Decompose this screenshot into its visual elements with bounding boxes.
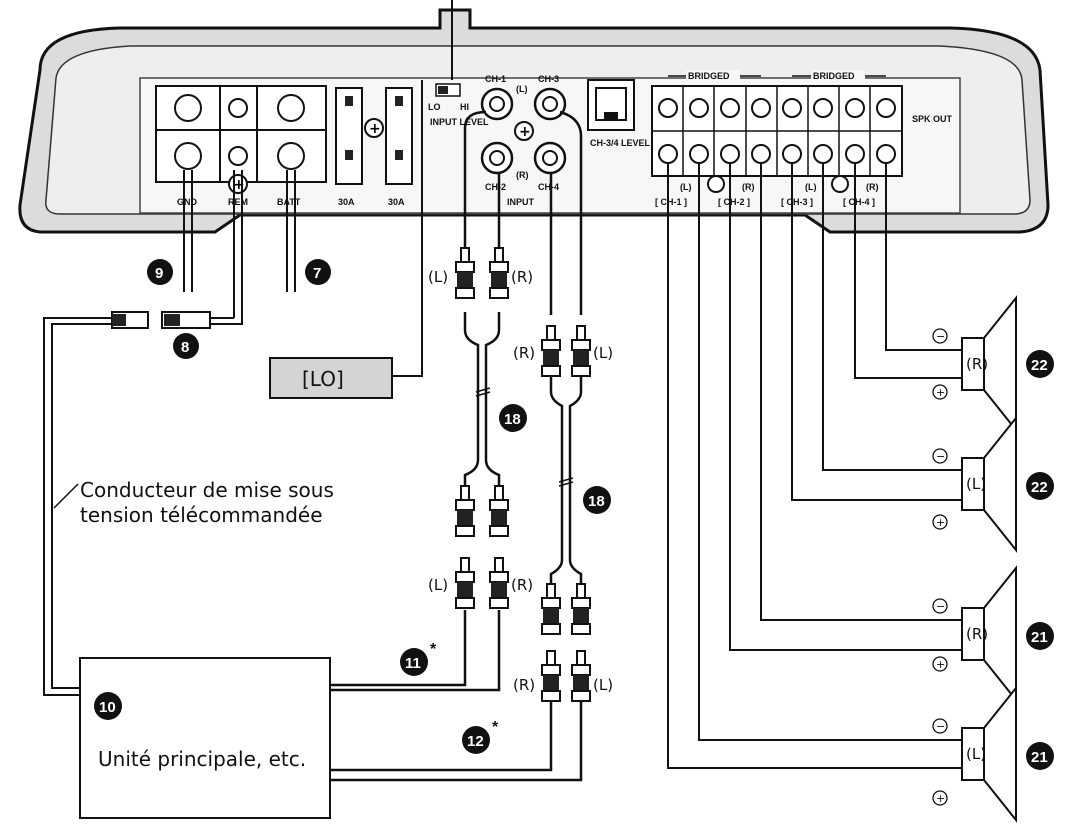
cable4-l-label: (L) (593, 676, 613, 694)
speaker-22-left: (L) (961, 415, 1017, 553)
minus-sign-1: − (936, 330, 945, 343)
lo-label: LO (428, 102, 441, 112)
input-label: INPUT (507, 197, 535, 207)
spk-ch4-label: [ CH-4 ] (843, 197, 875, 207)
spk-ch1-label: [ CH-1 ] (655, 197, 687, 207)
spk-l2-label: (L) (805, 182, 817, 192)
ch4-label: CH-4 (538, 182, 559, 192)
minus-sign-3: − (936, 600, 945, 613)
remote-connector (111, 311, 211, 329)
rem-label: REM (228, 197, 248, 207)
spk-21l-label: (L) (966, 745, 986, 763)
callout-22a: 22 (1031, 357, 1048, 374)
fuse1-label: 30A (338, 197, 355, 207)
callout-10: 10 (99, 699, 116, 716)
batt-label: BATT (277, 197, 301, 207)
cable1-l-label: (L) (428, 268, 448, 286)
cable2-r-label: (R) (513, 344, 535, 362)
minus-sign-4: − (936, 720, 945, 733)
callouts: 9 7 8 18 18 10 11 * 12 * 22 22 21 21 (94, 259, 1054, 770)
jack-r-label: (R) (516, 170, 529, 180)
spk-22r-label: (R) (966, 355, 988, 373)
ch2-label: CH-2 (485, 182, 506, 192)
polarity-signs (932, 328, 948, 806)
spk-ch2-label: [ CH-2 ] (718, 197, 750, 207)
gnd-label: GND (177, 197, 198, 207)
spk-out-label: SPK OUT (912, 114, 953, 124)
cable1-r-label: (R) (511, 268, 533, 286)
svg-text:+: + (519, 124, 531, 140)
power-wires (43, 170, 296, 696)
callout-21a: 21 (1031, 629, 1048, 646)
speaker-21-left: (L) (961, 685, 1017, 823)
svg-text:+: + (233, 177, 245, 193)
lo-box-label: [LO] (302, 367, 344, 391)
input-level-switch[interactable]: LO HI INPUT LEVEL (428, 83, 489, 127)
svg-text:+: + (369, 121, 381, 137)
input-level-label: INPUT LEVEL (430, 117, 489, 127)
head-unit-box (79, 657, 331, 819)
callout-11-star: * (430, 641, 437, 658)
remote-lead-label-line2: tension télécommandée (80, 503, 323, 527)
rca-input-jacks: + CH-1 CH-3 (L) (R) CH-2 CH-4 INPUT (480, 74, 567, 207)
callout-22b: 22 (1031, 479, 1048, 496)
spk-21r-label: (R) (966, 625, 988, 643)
ch1-label: CH-1 (485, 74, 506, 84)
level-control-label: CH-3/4 LEVEL CONTROL (590, 138, 697, 148)
rca-cable-ch12 (330, 110, 501, 692)
cable3-r-label: (R) (511, 576, 533, 594)
callout-11: 11 (405, 655, 421, 672)
callout-12: 12 (467, 733, 484, 750)
callout-18b: 18 (588, 493, 605, 510)
jack-l-label: (L) (516, 84, 528, 94)
callout-18a: 18 (504, 411, 521, 428)
bridged1-label: BRIDGED (688, 71, 730, 81)
callout-7: 7 (313, 265, 321, 282)
plus-sign-1: + (936, 386, 945, 399)
spk-22l-label: (L) (966, 475, 986, 493)
callout-12-star: * (492, 719, 499, 736)
callout-8: 8 (181, 339, 189, 356)
minus-sign-2: − (936, 450, 945, 463)
ch3-label: CH-3 (538, 74, 559, 84)
hi-label: HI (460, 102, 469, 112)
spk-ch3-label: [ CH-3 ] (781, 197, 813, 207)
bridged2-label: BRIDGED (813, 71, 855, 81)
callout-21b: 21 (1031, 749, 1048, 766)
cable4-r-label: (R) (513, 676, 535, 694)
speaker-wires (667, 162, 962, 769)
fuse-block: + 30A 30A (335, 87, 413, 207)
speaker-terminal-block: BRIDGED BRIDGED SPK OUT (L) (R) (L) (R) … (651, 70, 953, 207)
plus-sign-2: + (936, 516, 945, 529)
speaker-21-right: (R) (961, 565, 1017, 703)
callout-9: 9 (155, 265, 163, 282)
head-unit-label: Unité principale, etc. (98, 747, 306, 771)
lo-level-line (392, 80, 423, 377)
speaker-22-right: (R) (961, 295, 1017, 433)
plus-sign-3: + (936, 658, 945, 671)
fuse2-label: 30A (388, 197, 405, 207)
spk-l1-label: (L) (680, 182, 692, 192)
lo-box (269, 357, 393, 399)
plus-sign-4: + (936, 792, 945, 805)
ch34-level-control-port: CH-3/4 LEVEL CONTROL (587, 79, 697, 148)
cable3-l-label: (L) (428, 576, 448, 594)
remote-lead-label-line1: Conducteur de mise sous (80, 478, 334, 502)
spk-r2-label: (R) (866, 182, 879, 192)
cable2-l-label: (L) (593, 344, 613, 362)
spk-r1-label: (R) (742, 182, 755, 192)
